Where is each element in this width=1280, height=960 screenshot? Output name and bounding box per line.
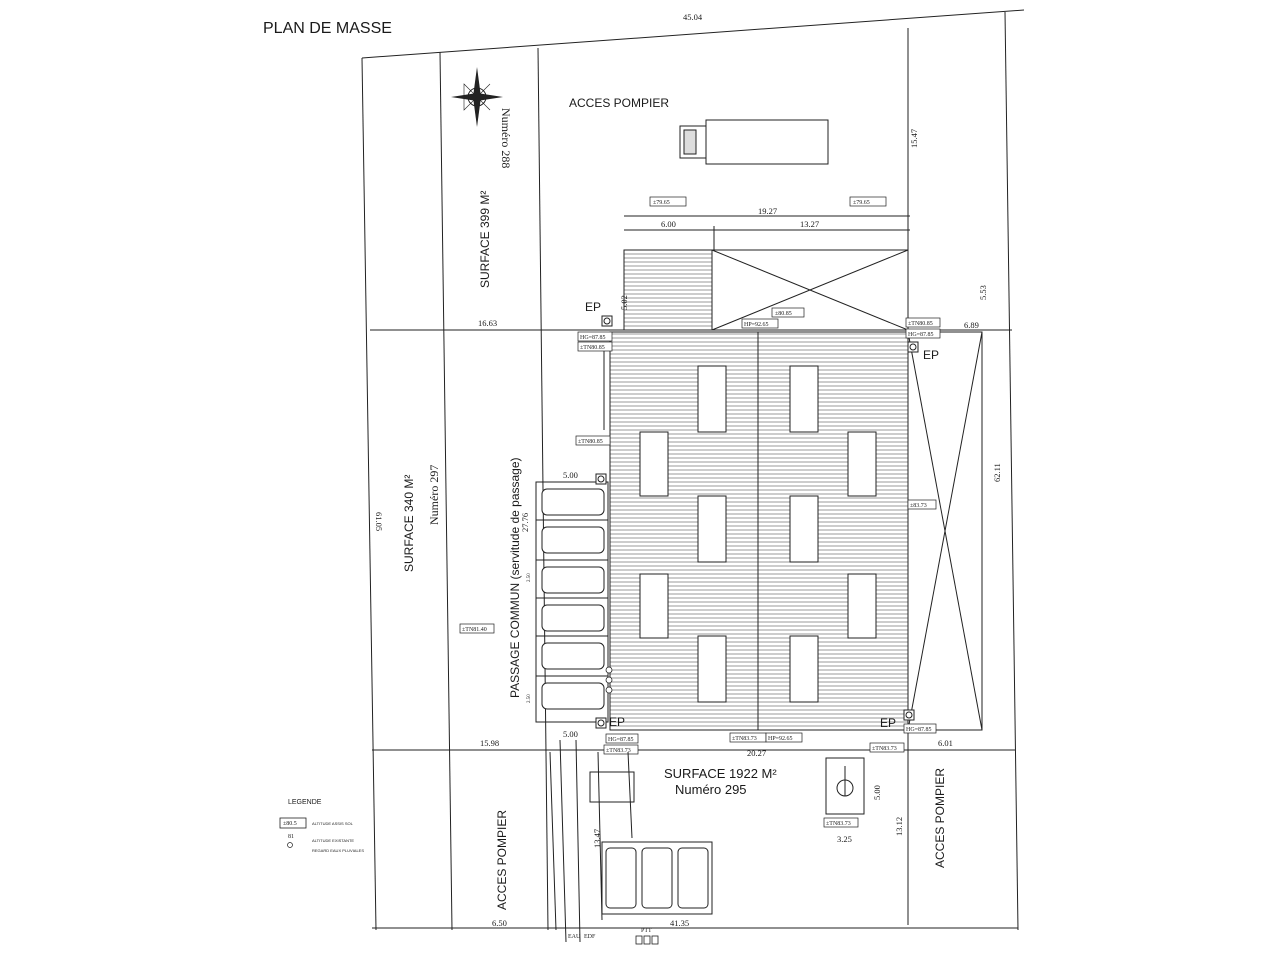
dim-bin-w: 3.25 (837, 834, 852, 844)
lower-access-path (549, 739, 635, 943)
dim-building-right: 13.27 (800, 219, 819, 229)
building-openings (639, 365, 877, 703)
svg-text:±83.73: ±83.73 (910, 503, 927, 509)
parking-area (535, 350, 609, 723)
dim-right-mid: 6.89 (964, 320, 979, 330)
ep-markers (595, 315, 919, 729)
svg-text:ALTITUDE EXISTANTE: ALTITUDE EXISTANTE (312, 838, 354, 843)
label-surface-399: SURFACE 399 M² (478, 191, 492, 288)
ep-label-1: EP (585, 300, 601, 314)
dim-space-b: 2.50 (527, 694, 532, 703)
dim-bottom-left: 15.98 (480, 738, 499, 748)
ep-label-3: EP (609, 715, 625, 729)
svg-text:±TN80.85: ±TN80.85 (580, 345, 605, 351)
label-edf: EDF (584, 934, 596, 940)
ep-label-2: EP (923, 348, 939, 362)
legend: LEGENDE ±80.5 ALTITUDE ASSIS SOL 81 ALTI… (279, 799, 364, 853)
dim-bottom-gap: 5.00 (563, 729, 578, 739)
dim-right-small: 5.53 (978, 285, 988, 300)
dim-top-width: 45.04 (683, 12, 703, 22)
svg-text:±80.85: ±80.85 (775, 311, 792, 317)
svg-text:±TN83.73: ±TN83.73 (826, 821, 851, 827)
dim-bottom-left-edge: 6.50 (492, 918, 507, 928)
label-numero-295: Numéro 295 (675, 782, 747, 797)
dim-bin-h: 5.00 (872, 785, 882, 800)
page-title: PLAN DE MASSE (263, 20, 392, 37)
svg-text:±TN80.85: ±TN80.85 (908, 321, 933, 327)
label-eau: EAU (568, 934, 581, 940)
svg-text:HG=87.85: HG=87.85 (906, 727, 932, 733)
dim-parking-length: 27.76 (520, 513, 530, 532)
label-ptt: PTT (641, 928, 652, 934)
dim-bottom-mid: 20.27 (747, 748, 766, 758)
ep-label-4: EP (880, 716, 896, 730)
svg-text:±TN83.73: ±TN83.73 (732, 736, 757, 742)
dim-right-top: 15.47 (909, 129, 919, 148)
dim-small-vertical: 5.02 (619, 295, 629, 310)
svg-text:HG=87.85: HG=87.85 (908, 332, 934, 338)
svg-text:HG=87.85: HG=87.85 (608, 737, 634, 743)
dim-building-total: 19.27 (758, 206, 777, 216)
label-surface-1922: SURFACE 1922 M² (664, 766, 777, 781)
main-building (609, 331, 983, 731)
svg-text:±TN81.40: ±TN81.40 (462, 627, 487, 633)
dim-left-mid: 16.63 (478, 318, 497, 328)
svg-text:HG=87.85: HG=87.85 (580, 335, 606, 341)
dim-building-left: 6.00 (661, 219, 676, 229)
svg-text:HP=92.65: HP=92.65 (744, 322, 769, 328)
svg-text:REGARD EAUX PLUVIALES: REGARD EAUX PLUVIALES (312, 848, 364, 853)
label-acces-pompier-left: ACCES POMPIER (495, 810, 509, 910)
svg-text:±TN80.85: ±TN80.85 (578, 439, 603, 445)
dim-bottom-right: 6.01 (938, 738, 953, 748)
dim-right-height: 62.11 (992, 463, 1002, 482)
utility-markers (605, 666, 659, 945)
svg-text:±TN83.73: ±TN83.73 (872, 746, 897, 752)
label-numero-297: Numéro 297 (427, 465, 441, 525)
label-numero-288: Numéro 288 (499, 108, 513, 168)
svg-text:LEGENDE: LEGENDE (288, 799, 322, 806)
label-passage-commun: PASSAGE COMMUN (servitude de passage) (508, 457, 522, 698)
level-values: ±79.65 ±79.65 ±80.85 ±TN80.85 HG=87.85 H… (462, 200, 934, 827)
dim-space-a: 2.50 (527, 573, 532, 582)
svg-text:HP=92.65: HP=92.65 (768, 736, 793, 742)
dim-parking-width: 5.00 (563, 470, 578, 480)
svg-text:±80.5: ±80.5 (283, 821, 297, 827)
dim-lower-left: 13.47 (592, 829, 602, 848)
svg-text:±79.65: ±79.65 (653, 200, 670, 206)
north-arrow-icon (451, 67, 503, 127)
bin-area (825, 757, 865, 815)
level-tags (459, 196, 941, 828)
dim-bottom-total: 41.35 (670, 918, 689, 928)
svg-text:±79.65: ±79.65 (853, 200, 870, 206)
label-acces-pompier-right: ACCES POMPIER (933, 768, 947, 868)
dim-lower-right: 13.12 (894, 817, 904, 836)
svg-text:±TN83.73: ±TN83.73 (606, 748, 631, 754)
dim-left-height: 61.05 (374, 512, 384, 531)
building-upper-area (623, 215, 910, 331)
label-acces-pompier-top: ACCES POMPIER (569, 96, 669, 110)
svg-text:81: 81 (288, 834, 294, 840)
bottom-garages (601, 841, 713, 915)
label-surface-340: SURFACE 340 M² (402, 475, 416, 572)
parked-cars (541, 488, 605, 710)
fire-truck-icon (679, 119, 829, 165)
svg-text:ALTITUDE ASSIS SOL: ALTITUDE ASSIS SOL (312, 821, 354, 826)
